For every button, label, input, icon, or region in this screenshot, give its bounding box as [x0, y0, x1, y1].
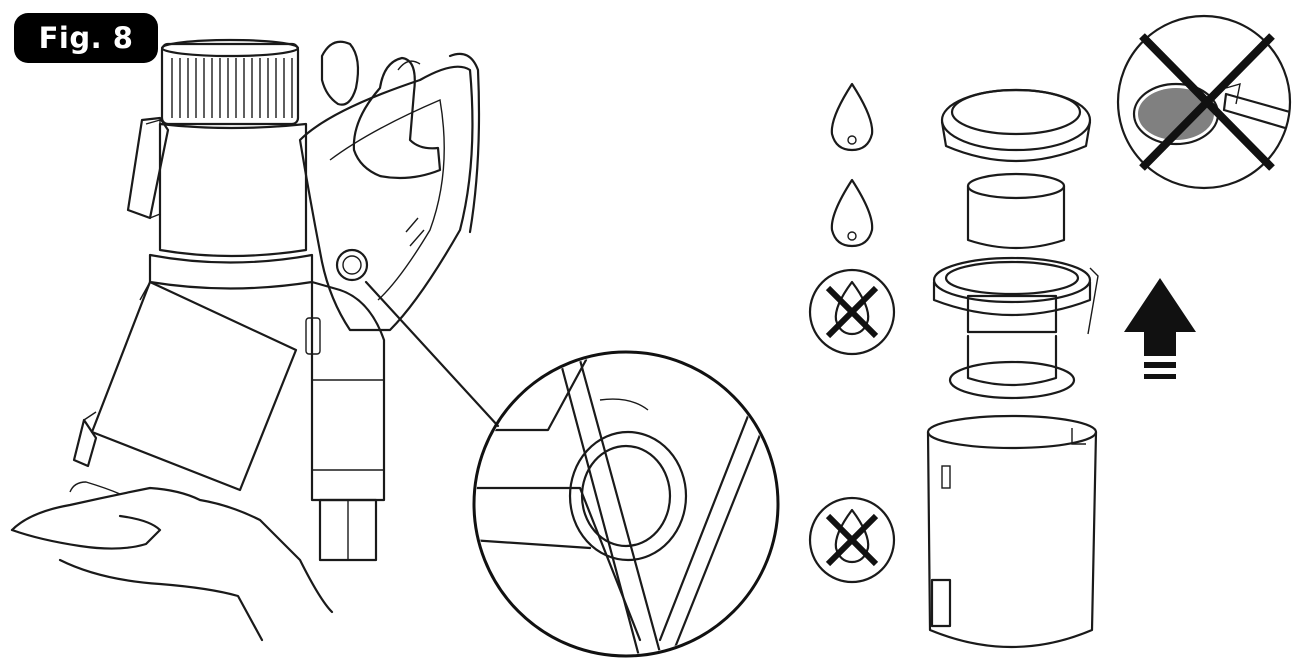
vacuum-handle — [298, 52, 481, 332]
dust-bin-open — [72, 280, 298, 492]
figure-label: Fig. 8 — [14, 13, 158, 63]
up-arrow-icon — [1124, 278, 1196, 379]
dust-bin-container — [926, 414, 1098, 649]
crossed-out-icon — [1116, 14, 1292, 190]
no-water-icon — [808, 496, 896, 584]
cyclone-filter-assembly — [932, 256, 1099, 400]
zoom-detail-circle — [472, 350, 780, 658]
vacuum-main-body — [126, 116, 314, 290]
filter-gasket-ring — [940, 88, 1092, 163]
foam-filter — [966, 172, 1066, 250]
vacuum-motor-cap — [160, 38, 300, 126]
zoom-leader-line — [364, 280, 500, 428]
no-water-icon — [808, 268, 896, 356]
water-drop-icon — [830, 82, 874, 152]
vacuum-battery-grip — [305, 280, 386, 562]
water-drop-icon — [830, 178, 874, 248]
user-hands — [10, 40, 442, 642]
